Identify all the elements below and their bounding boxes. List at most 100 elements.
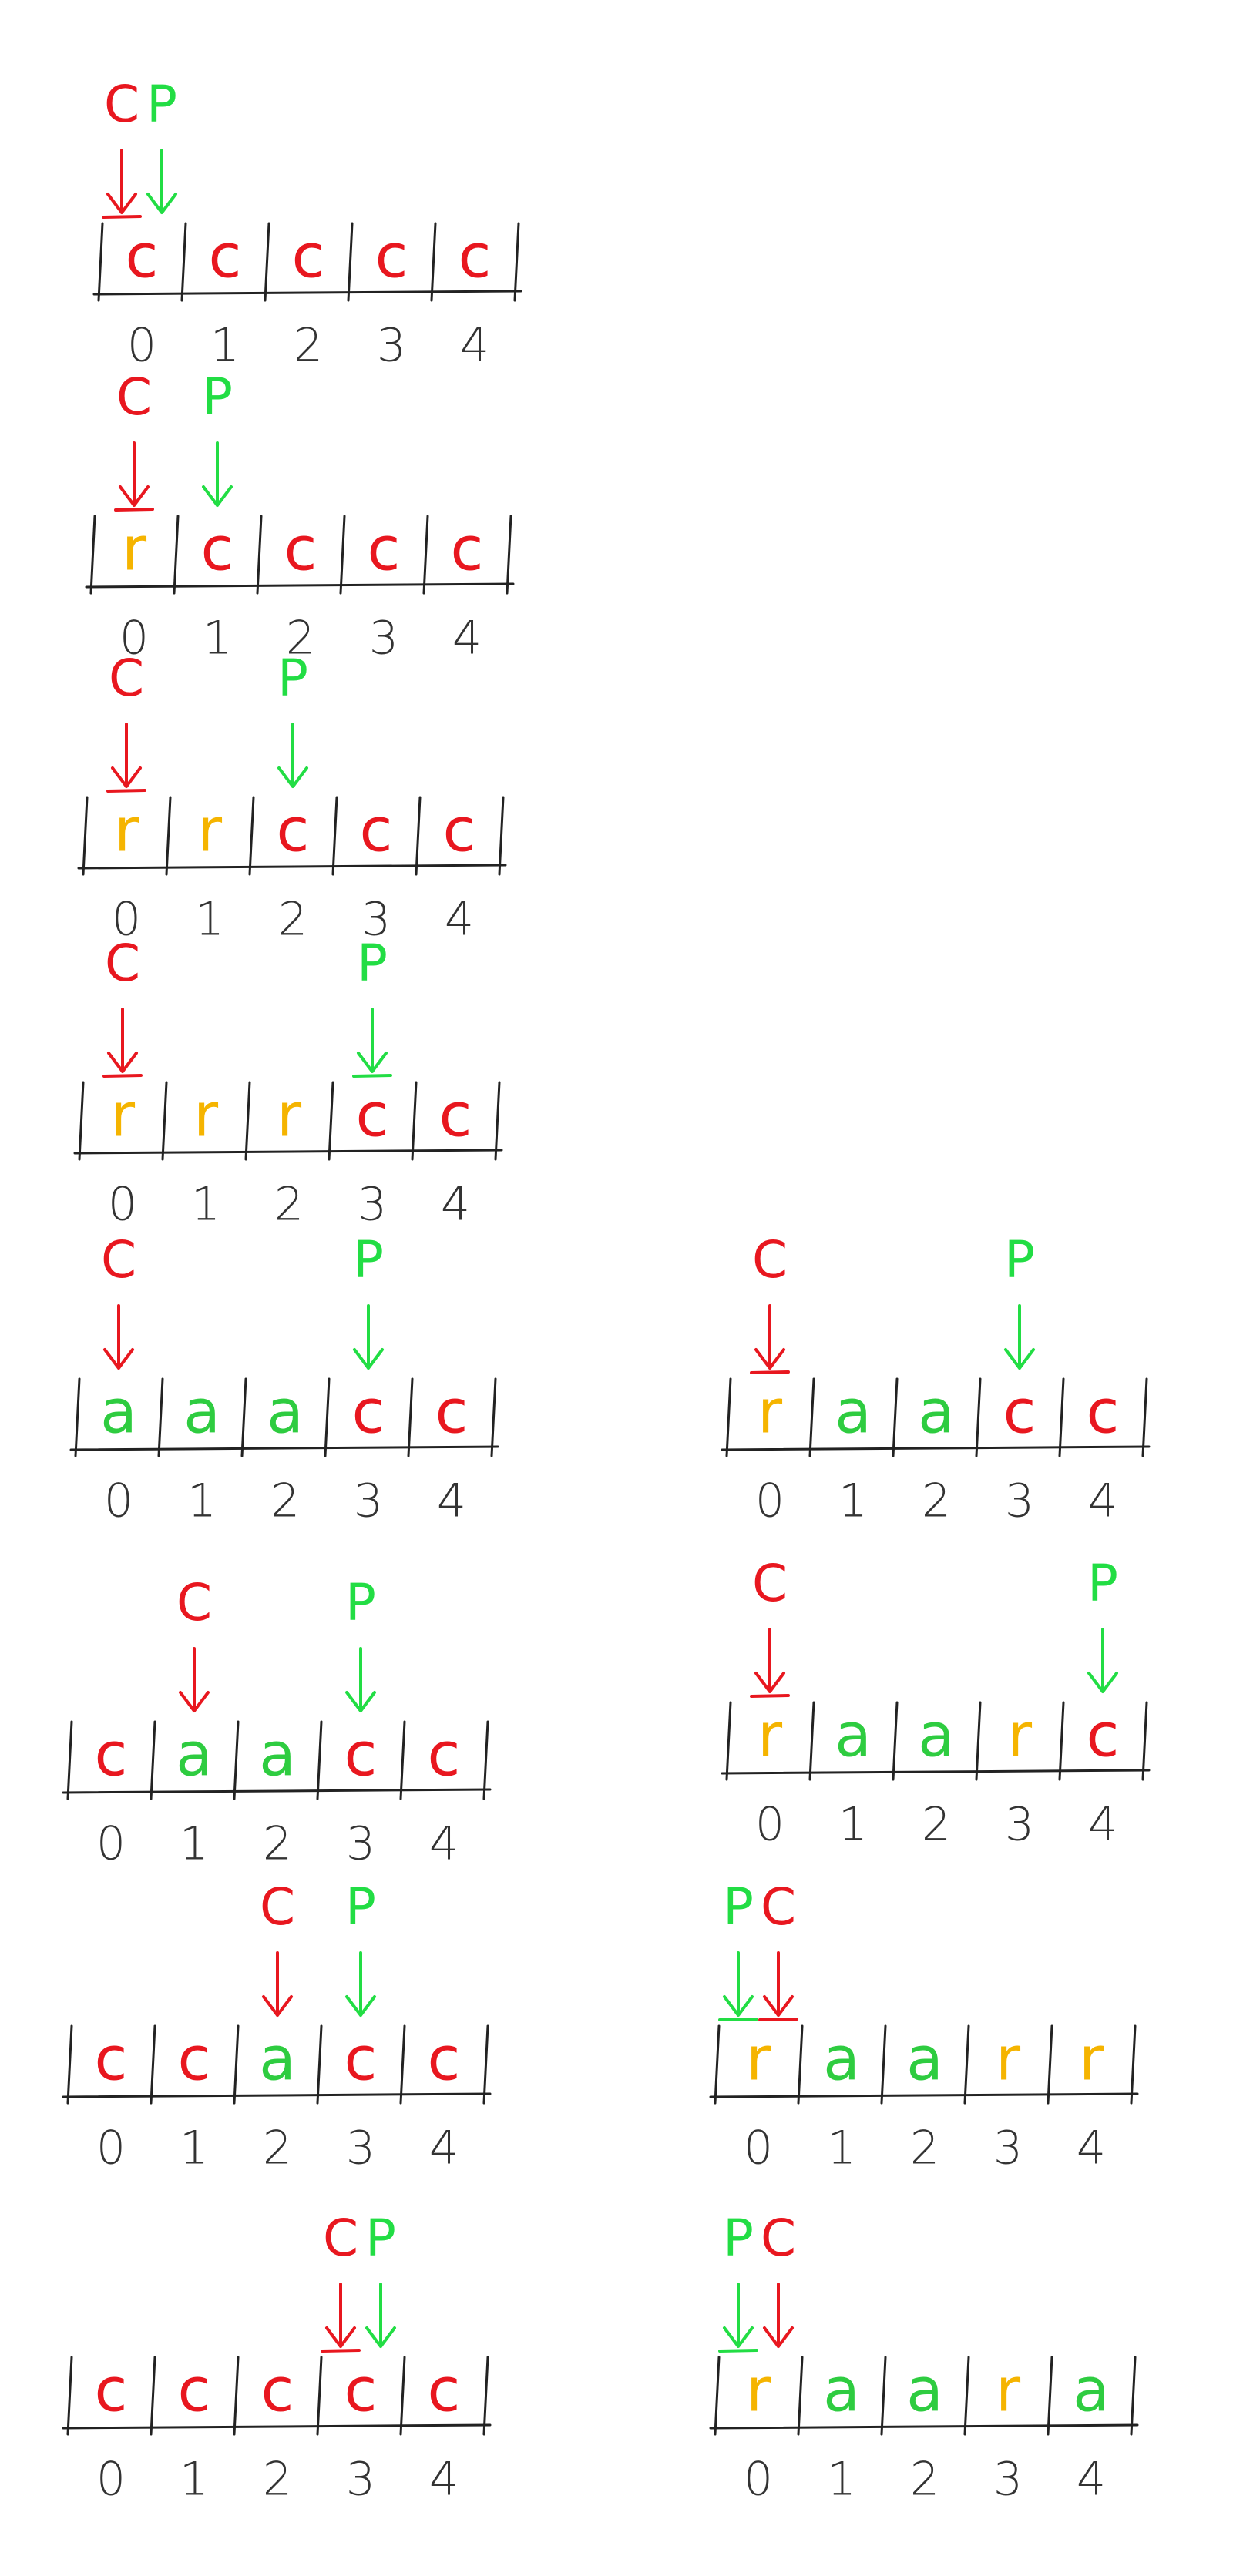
index-label: 2	[294, 319, 323, 373]
array-baseline	[62, 2092, 492, 2098]
cell-value: a	[918, 1377, 955, 1447]
pointer-arrow	[262, 1951, 293, 2017]
cell-value: c	[435, 1377, 469, 1447]
cell-divider	[316, 2024, 323, 2105]
cell-divider	[490, 1377, 497, 1457]
index-label: 0	[96, 2453, 126, 2507]
index-label: 1	[187, 1474, 217, 1528]
pointer-arrow	[345, 1647, 376, 1712]
cell-divider	[975, 1377, 982, 1457]
cell-divider	[89, 515, 96, 595]
pointer-label: C	[101, 1230, 136, 1290]
cell-divider	[714, 2024, 721, 2105]
index-label: 4	[460, 319, 489, 373]
cell-divider	[161, 1081, 168, 1161]
pointer-arrow	[357, 1008, 388, 1073]
pointer-p: P	[352, 934, 392, 1078]
index-label: 2	[278, 893, 307, 947]
cell-value: c	[277, 796, 310, 865]
cell-value: c	[451, 515, 484, 584]
cell-divider	[1141, 1701, 1148, 1781]
pointer-label: P	[1087, 1554, 1118, 1613]
pointer-arrow	[345, 1951, 376, 2017]
pointer-label: P	[353, 1230, 384, 1290]
cell-value: a	[100, 1377, 137, 1447]
cell-divider	[331, 796, 338, 876]
index-label: 4	[1077, 2122, 1106, 2175]
cell-divider	[316, 2356, 323, 2436]
pointer-label: C	[761, 2209, 796, 2268]
index-label: 1	[180, 1817, 209, 1871]
cell-divider	[808, 1377, 815, 1457]
cell-value: r	[758, 1377, 783, 1447]
pointer-underline	[758, 2018, 798, 2021]
pointer-label: C	[104, 75, 139, 134]
cell-divider	[240, 1377, 247, 1457]
cell-divider	[233, 2024, 240, 2105]
cell-divider	[256, 515, 263, 595]
cell-divider	[399, 1720, 406, 1800]
cell-value: a	[259, 1720, 296, 1789]
cell-divider	[880, 2024, 887, 2105]
cell-divider	[1130, 2356, 1137, 2436]
index-label: 0	[127, 319, 156, 373]
pointer-p: P	[365, 2209, 396, 2348]
cell-divider	[1058, 1701, 1065, 1781]
cell-value: r	[996, 2024, 1021, 2094]
index-label: 1	[203, 612, 232, 666]
pointer-p: P	[277, 649, 308, 788]
cell-divider	[173, 515, 180, 595]
pointer-label: P	[345, 1573, 376, 1632]
pointer-arrow	[119, 441, 150, 507]
pointer-p: P	[1087, 1554, 1118, 1693]
pointer-c: C	[114, 367, 154, 512]
pointer-p: P	[353, 1230, 384, 1370]
cell-divider	[1058, 1377, 1065, 1457]
index-label: 0	[104, 1474, 133, 1528]
array-baseline	[73, 1149, 503, 1155]
pointer-p: P	[146, 75, 177, 214]
cell-divider	[97, 222, 104, 302]
cell-divider	[74, 1377, 81, 1457]
cell-value: c	[178, 2024, 211, 2094]
cell-divider	[1130, 2024, 1137, 2105]
index-label: 2	[286, 612, 315, 666]
index-label: 1	[827, 2453, 856, 2507]
array-baseline	[92, 290, 522, 296]
cell-divider	[797, 2356, 804, 2436]
cell-value: r	[1007, 1701, 1033, 1770]
cell-divider	[422, 515, 429, 595]
cell-divider	[411, 1081, 418, 1161]
pointer-label: C	[260, 1877, 295, 1937]
pointer-p: P	[345, 1573, 376, 1712]
pointer-arrow	[763, 2283, 794, 2348]
cell-divider	[963, 2356, 970, 2436]
array-baseline	[69, 1445, 499, 1451]
cell-divider	[339, 515, 346, 595]
pointer-arrow	[365, 2283, 396, 2348]
cell-value: r	[114, 796, 139, 865]
index-label: 0	[755, 1474, 784, 1528]
cell-divider	[430, 222, 437, 302]
index-label: 1	[827, 2122, 856, 2175]
index-label: 3	[993, 2122, 1023, 2175]
cell-divider	[82, 796, 89, 876]
index-label: 1	[195, 893, 224, 947]
pointer-p: P	[1004, 1230, 1035, 1370]
index-label: 2	[910, 2453, 939, 2507]
pointer-underline	[352, 1074, 392, 1078]
cell-divider	[324, 1377, 331, 1457]
cell-divider	[328, 1081, 334, 1161]
array-baseline	[62, 2423, 492, 2430]
index-label: 2	[263, 1817, 292, 1871]
index-label: 4	[1077, 2453, 1106, 2507]
index-label: 4	[1088, 1474, 1117, 1528]
pointer-underline	[114, 508, 154, 512]
cell-divider	[506, 515, 512, 595]
